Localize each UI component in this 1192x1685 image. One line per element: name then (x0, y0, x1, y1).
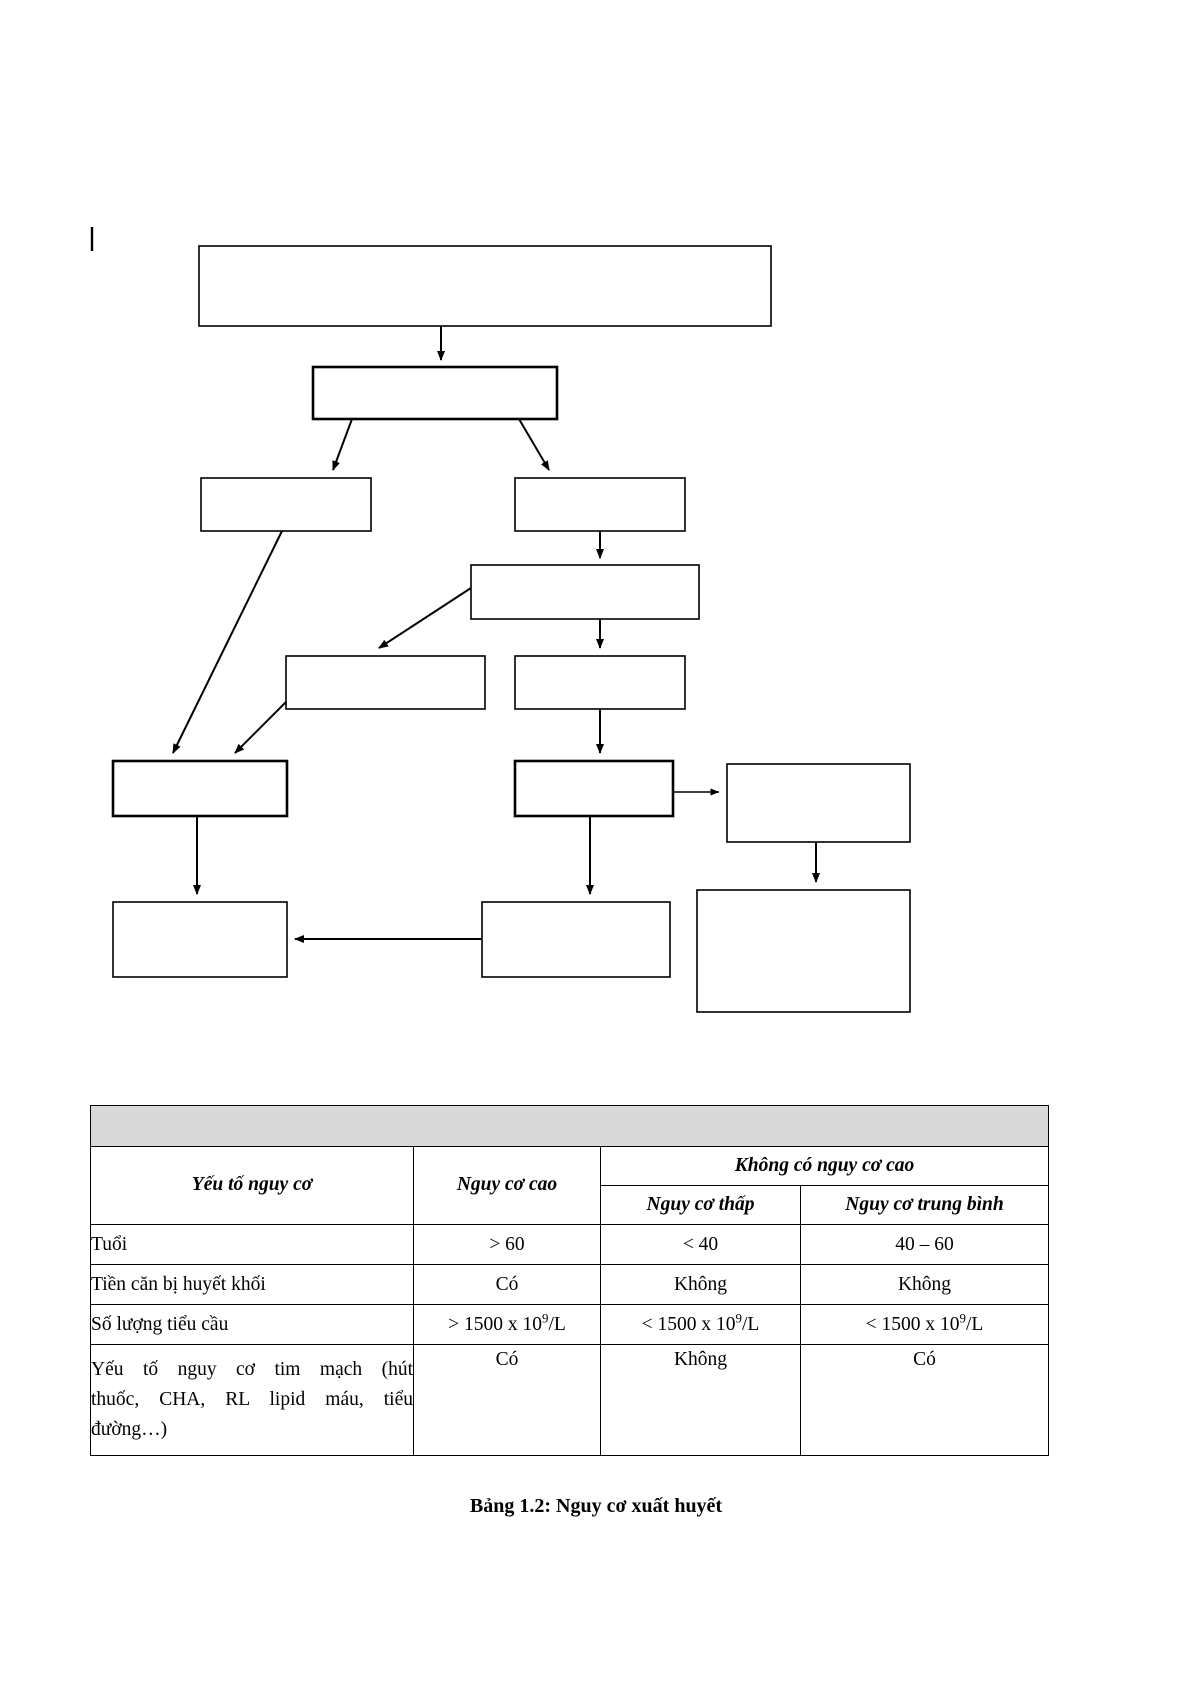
platelet-low-suffix: /L (741, 1313, 760, 1335)
arrow-box2-box3 (332, 418, 353, 471)
flow-box-4 (514, 477, 686, 532)
cell-cv-medium: Có (800, 1344, 1049, 1456)
flow-box-1 (198, 245, 772, 327)
cell-age-medium: 40 – 60 (800, 1224, 1049, 1265)
platelet-medium-prefix: < 1500 x 10 (865, 1313, 960, 1335)
table-row: Yếu tố nguy cơ tim mạch (hút thuốc, CHA,… (90, 1344, 1049, 1456)
platelet-low-sup: 9 (735, 1311, 742, 1325)
cell-platelet-low: < 1500 x 109/L (600, 1304, 801, 1345)
risk-table-container: Yếu tố nguy cơ Nguy cơ cao Không có nguy… (90, 1105, 1049, 1456)
header-high-risk: Nguy cơ cao (413, 1146, 601, 1225)
cell-cv-high: Có (413, 1344, 601, 1456)
cell-age-low: < 40 (600, 1224, 801, 1265)
platelet-high-sup: 9 (542, 1311, 549, 1325)
cell-age-high: > 60 (413, 1224, 601, 1265)
arrow-box6-box8 (234, 701, 287, 754)
platelet-medium-sup: 9 (959, 1311, 966, 1325)
cell-thrombosis-high: Có (413, 1264, 601, 1305)
flow-box-7 (514, 655, 686, 710)
flow-box-10 (726, 763, 911, 843)
flow-box-8 (111, 759, 289, 818)
flowchart-diagram (90, 227, 911, 1013)
flow-box-3 (200, 477, 372, 532)
cell-cv-low: Không (600, 1344, 801, 1456)
row-label-thrombosis-history: Tiền căn bị huyết khối (90, 1264, 414, 1305)
cv-label-line-3: đường…) (91, 1419, 168, 1441)
row-label-cardiovascular-risk: Yếu tố nguy cơ tim mạch (hút thuốc, CHA,… (90, 1344, 414, 1456)
header-risk-factor: Yếu tố nguy cơ (90, 1146, 414, 1225)
cell-platelet-high: > 1500 x 109/L (413, 1304, 601, 1345)
platelet-medium-suffix: /L (965, 1313, 984, 1335)
flow-box-11 (112, 901, 288, 978)
platelet-high-suffix: /L (548, 1313, 566, 1335)
flow-box-5 (470, 564, 700, 620)
table-row: Số lượng tiểu cầu > 1500 x 109/L < 1500 … (90, 1304, 1049, 1345)
table-row: Tuổi > 60 < 40 40 – 60 (90, 1224, 1049, 1265)
flow-box-6 (285, 655, 486, 710)
table-row: Tiền căn bị huyết khối Có Không Không (90, 1264, 1049, 1305)
arrow-box2-box4 (518, 418, 550, 471)
flow-box-9 (513, 759, 675, 818)
cell-thrombosis-medium: Không (800, 1264, 1049, 1305)
arrow-box5-box6 (378, 587, 472, 649)
flowchart-svg (90, 227, 911, 1013)
risk-table: Yếu tố nguy cơ Nguy cơ cao Không có nguy… (90, 1105, 1049, 1456)
flow-box-13 (696, 889, 911, 1013)
table-caption: Bảng 1.2: Nguy cơ xuất huyết (469, 1495, 723, 1517)
flow-box-12 (481, 901, 671, 978)
table-band-cell (90, 1105, 1049, 1147)
row-label-age: Tuổi (90, 1224, 414, 1265)
header-medium-risk: Nguy cơ trung bình (800, 1185, 1049, 1225)
platelet-low-prefix: < 1500 x 10 (641, 1313, 736, 1335)
header-no-high-risk: Không có nguy cơ cao (600, 1146, 1049, 1186)
cv-label-line-2: thuốc, CHA, RL lipid máu, tiểu (91, 1388, 413, 1410)
flow-box-2 (311, 365, 559, 421)
table-band-row (90, 1105, 1049, 1147)
cell-platelet-medium: < 1500 x 109/L (800, 1304, 1049, 1345)
header-low-risk: Nguy cơ thấp (600, 1185, 801, 1225)
row-label-platelet-count: Số lượng tiểu cầu (90, 1304, 414, 1345)
arrow-box3-box8 (172, 530, 283, 754)
table-header-row-1: Yếu tố nguy cơ Nguy cơ cao Không có nguy… (90, 1146, 1049, 1225)
cell-thrombosis-low: Không (600, 1264, 801, 1305)
table-header-row-2: Nguy cơ thấp Nguy cơ trung bình (91, 1185, 1049, 1225)
platelet-high-prefix: > 1500 x 10 (448, 1313, 543, 1335)
cv-label-line-1: Yếu tố nguy cơ tim mạch (hút (91, 1358, 413, 1380)
